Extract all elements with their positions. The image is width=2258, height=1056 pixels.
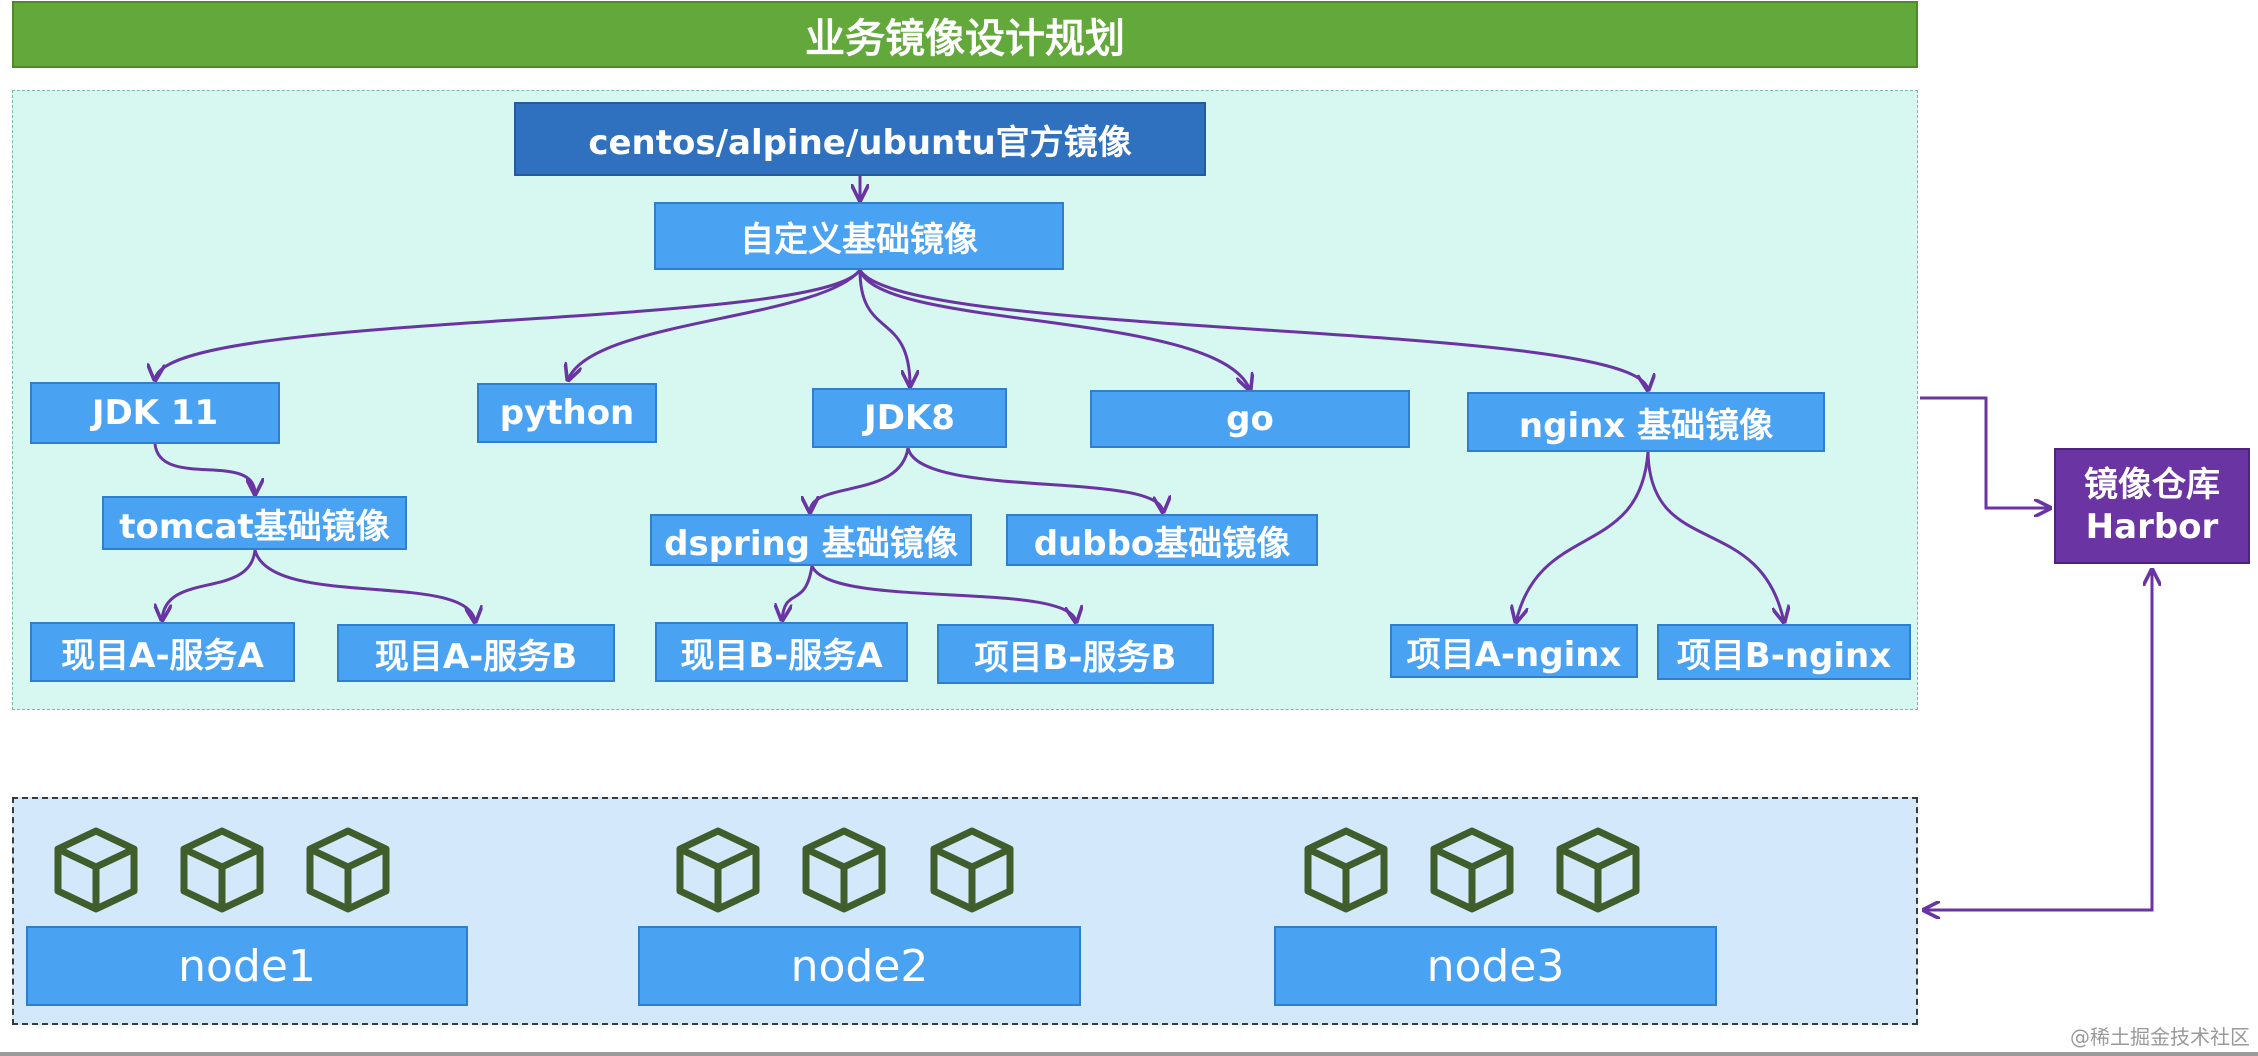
project-a-nginx-node: 项目A-nginx	[1390, 624, 1638, 678]
edge-custom-go	[858, 269, 1250, 390]
edge-tomcat-a-service-b	[253, 549, 475, 622]
nginx-base-image-node: nginx 基础镜像	[1467, 392, 1825, 452]
watermark: @稀土掘金技术社区	[2070, 1025, 2250, 1049]
edge-custom-jdk11	[155, 269, 862, 380]
go-node: go	[1090, 390, 1410, 448]
dspring-base-image-node: dspring 基础镜像	[650, 514, 972, 566]
edge-dspring-b-service-b	[810, 565, 1076, 622]
cube-icon	[306, 827, 390, 913]
page-title: 业务镜像设计规划	[12, 1, 1918, 68]
cluster-node-1: node1	[26, 926, 468, 1006]
project-a-service-b-node: 现目A-服务B	[337, 624, 615, 682]
cube-icon	[1304, 827, 1388, 913]
project-b-service-b-node: 项目B-服务B	[937, 624, 1214, 684]
python-node: python	[477, 383, 657, 443]
official-image-node: centos/alpine/ubuntu官方镜像	[514, 102, 1206, 176]
cube-icon	[180, 827, 264, 913]
project-b-service-a-node: 现目B-服务A	[655, 622, 908, 682]
cube-icon	[1556, 827, 1640, 913]
custom-base-image-node: 自定义基础镜像	[654, 202, 1064, 270]
edge-nginx-a-nginx	[1516, 451, 1650, 622]
jdk8-node: JDK8	[812, 388, 1007, 448]
cluster-node-3: node3	[1274, 926, 1717, 1006]
cluster-node-2: node2	[638, 926, 1081, 1006]
dubbo-base-image-node: dubbo基础镜像	[1006, 514, 1318, 566]
edge-tomcat-a-service-a	[162, 549, 257, 620]
edge-region-harbor	[1920, 396, 2050, 508]
edge-custom-jdk8	[858, 269, 910, 386]
harbor-label: 镜像仓库	[2084, 465, 2220, 505]
project-b-nginx-node: 项目B-nginx	[1657, 624, 1911, 680]
edge-harbor-cluster	[1924, 570, 2152, 910]
edge-jdk8-dubbo	[906, 447, 1163, 512]
cube-icon	[676, 827, 760, 913]
edge-dspring-b-service-a	[782, 565, 814, 620]
cube-icon	[802, 827, 886, 913]
harbor-registry-node: 镜像仓库 Harbor	[2054, 448, 2250, 564]
cube-icon	[54, 827, 138, 913]
bottom-divider	[0, 1052, 2258, 1056]
edge-nginx-b-nginx	[1646, 451, 1784, 622]
edge-jdk8-dspring	[810, 447, 910, 512]
tomcat-base-image-node: tomcat基础镜像	[102, 496, 407, 550]
edge-custom-nginx	[858, 269, 1648, 390]
project-a-service-a-node: 现目A-服务A	[30, 622, 295, 682]
cube-icon	[930, 827, 1014, 913]
harbor-name: Harbor	[2085, 507, 2219, 547]
cube-icon	[1430, 827, 1514, 913]
edge-custom-python	[568, 269, 862, 380]
jdk11-node: JDK 11	[30, 382, 280, 444]
edge-jdk11-tomcat	[153, 443, 255, 494]
